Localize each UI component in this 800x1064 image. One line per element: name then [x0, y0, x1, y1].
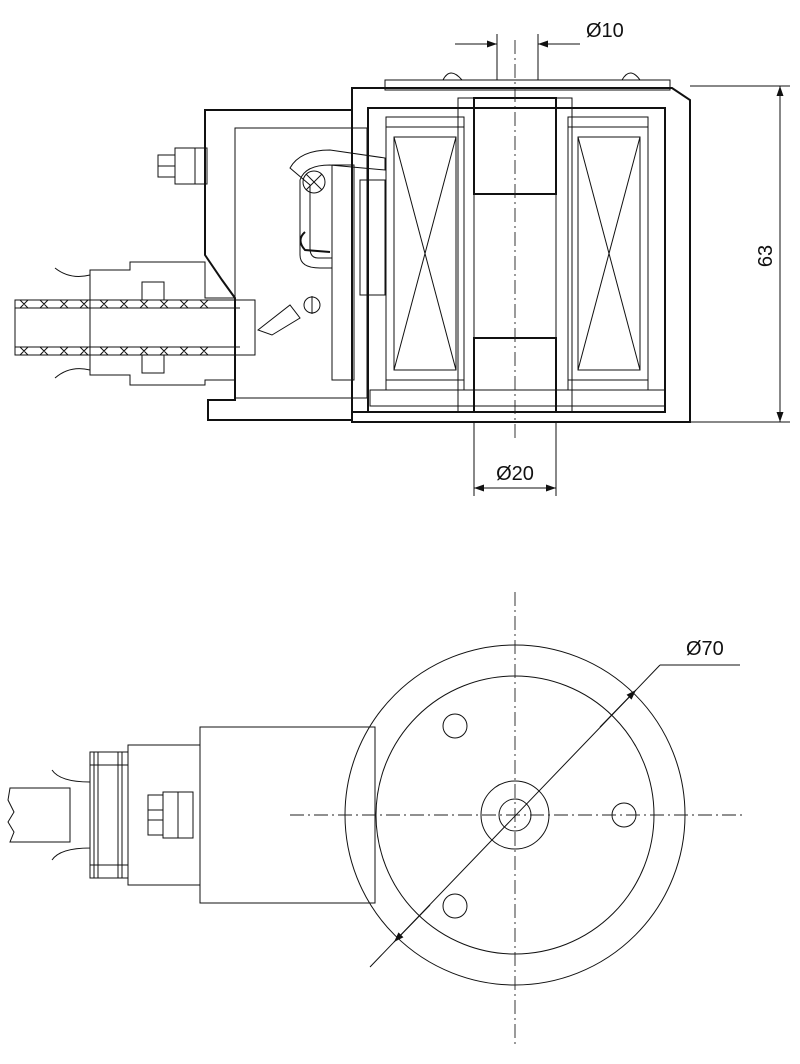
- dim-outer-diameter-label: Ø70: [686, 638, 724, 660]
- terminal-strip: [331, 164, 355, 381]
- plan-cable: [7, 787, 71, 843]
- plan-hole-top: [442, 713, 468, 739]
- cable-braid-bottom: [19, 346, 209, 356]
- connector-cavity: [234, 127, 368, 399]
- dim-bottom-bore: Ø20: [473, 422, 557, 496]
- ground-wire: [256, 304, 301, 336]
- gland-nut: [89, 261, 236, 386]
- coil-flange-bottom-left: [385, 379, 465, 391]
- bore-wall-left: [457, 97, 475, 413]
- plan-screw-head: [147, 794, 164, 836]
- coil-flange-bottom-right: [567, 379, 649, 391]
- clamp-hook: [299, 231, 331, 253]
- dim-diameter-arrow-bottom: [393, 904, 431, 943]
- gland-grip: [54, 267, 91, 379]
- top-cap: [384, 79, 671, 91]
- cable-braid-top: [19, 299, 209, 309]
- cap-bump-left: [442, 72, 463, 81]
- potting-fill: [367, 107, 666, 413]
- coil-cross-left-b: [393, 136, 457, 371]
- screw-slot-b: [305, 173, 323, 191]
- dim-height: 63: [690, 85, 790, 423]
- terminal-clamp: [289, 149, 386, 269]
- cap-bump-right: [621, 72, 641, 81]
- terminal-block: [359, 179, 386, 296]
- dim-height-label: 63: [755, 245, 777, 267]
- dim-top-bore-label: Ø10: [586, 20, 624, 42]
- coil-inner-right: [577, 136, 641, 371]
- side-screw-body: [174, 147, 208, 185]
- terminal-screw: [302, 170, 326, 194]
- plan-gland-grip: [51, 769, 91, 861]
- coil-winding-right: [567, 126, 649, 381]
- plan-hole-bottom: [442, 893, 468, 919]
- cable: [14, 299, 256, 356]
- coil-flange-top-left: [385, 116, 465, 128]
- connector-housing: [204, 109, 353, 421]
- bore-wall-right: [555, 97, 573, 413]
- plan-gland-body: [127, 744, 201, 886]
- coil-cross-right-b: [577, 136, 641, 371]
- dim-diameter-arrow-top: [599, 689, 637, 728]
- plan-view: Ø70: [7, 592, 745, 1045]
- dim-outer-diameter: Ø70: [369, 638, 740, 968]
- coil-flange-top-right: [567, 116, 649, 128]
- dim-top-bore: Ø10: [455, 20, 624, 80]
- bottom-plate: [369, 389, 666, 407]
- gland-seal-top: [141, 281, 165, 301]
- dim-bottom-bore-label: Ø20: [496, 463, 534, 485]
- coil-inner-left: [393, 136, 457, 371]
- section-view: Ø10 63 Ø20: [14, 20, 790, 496]
- gland-seal-bottom: [141, 354, 165, 374]
- coil-winding-left: [385, 126, 465, 381]
